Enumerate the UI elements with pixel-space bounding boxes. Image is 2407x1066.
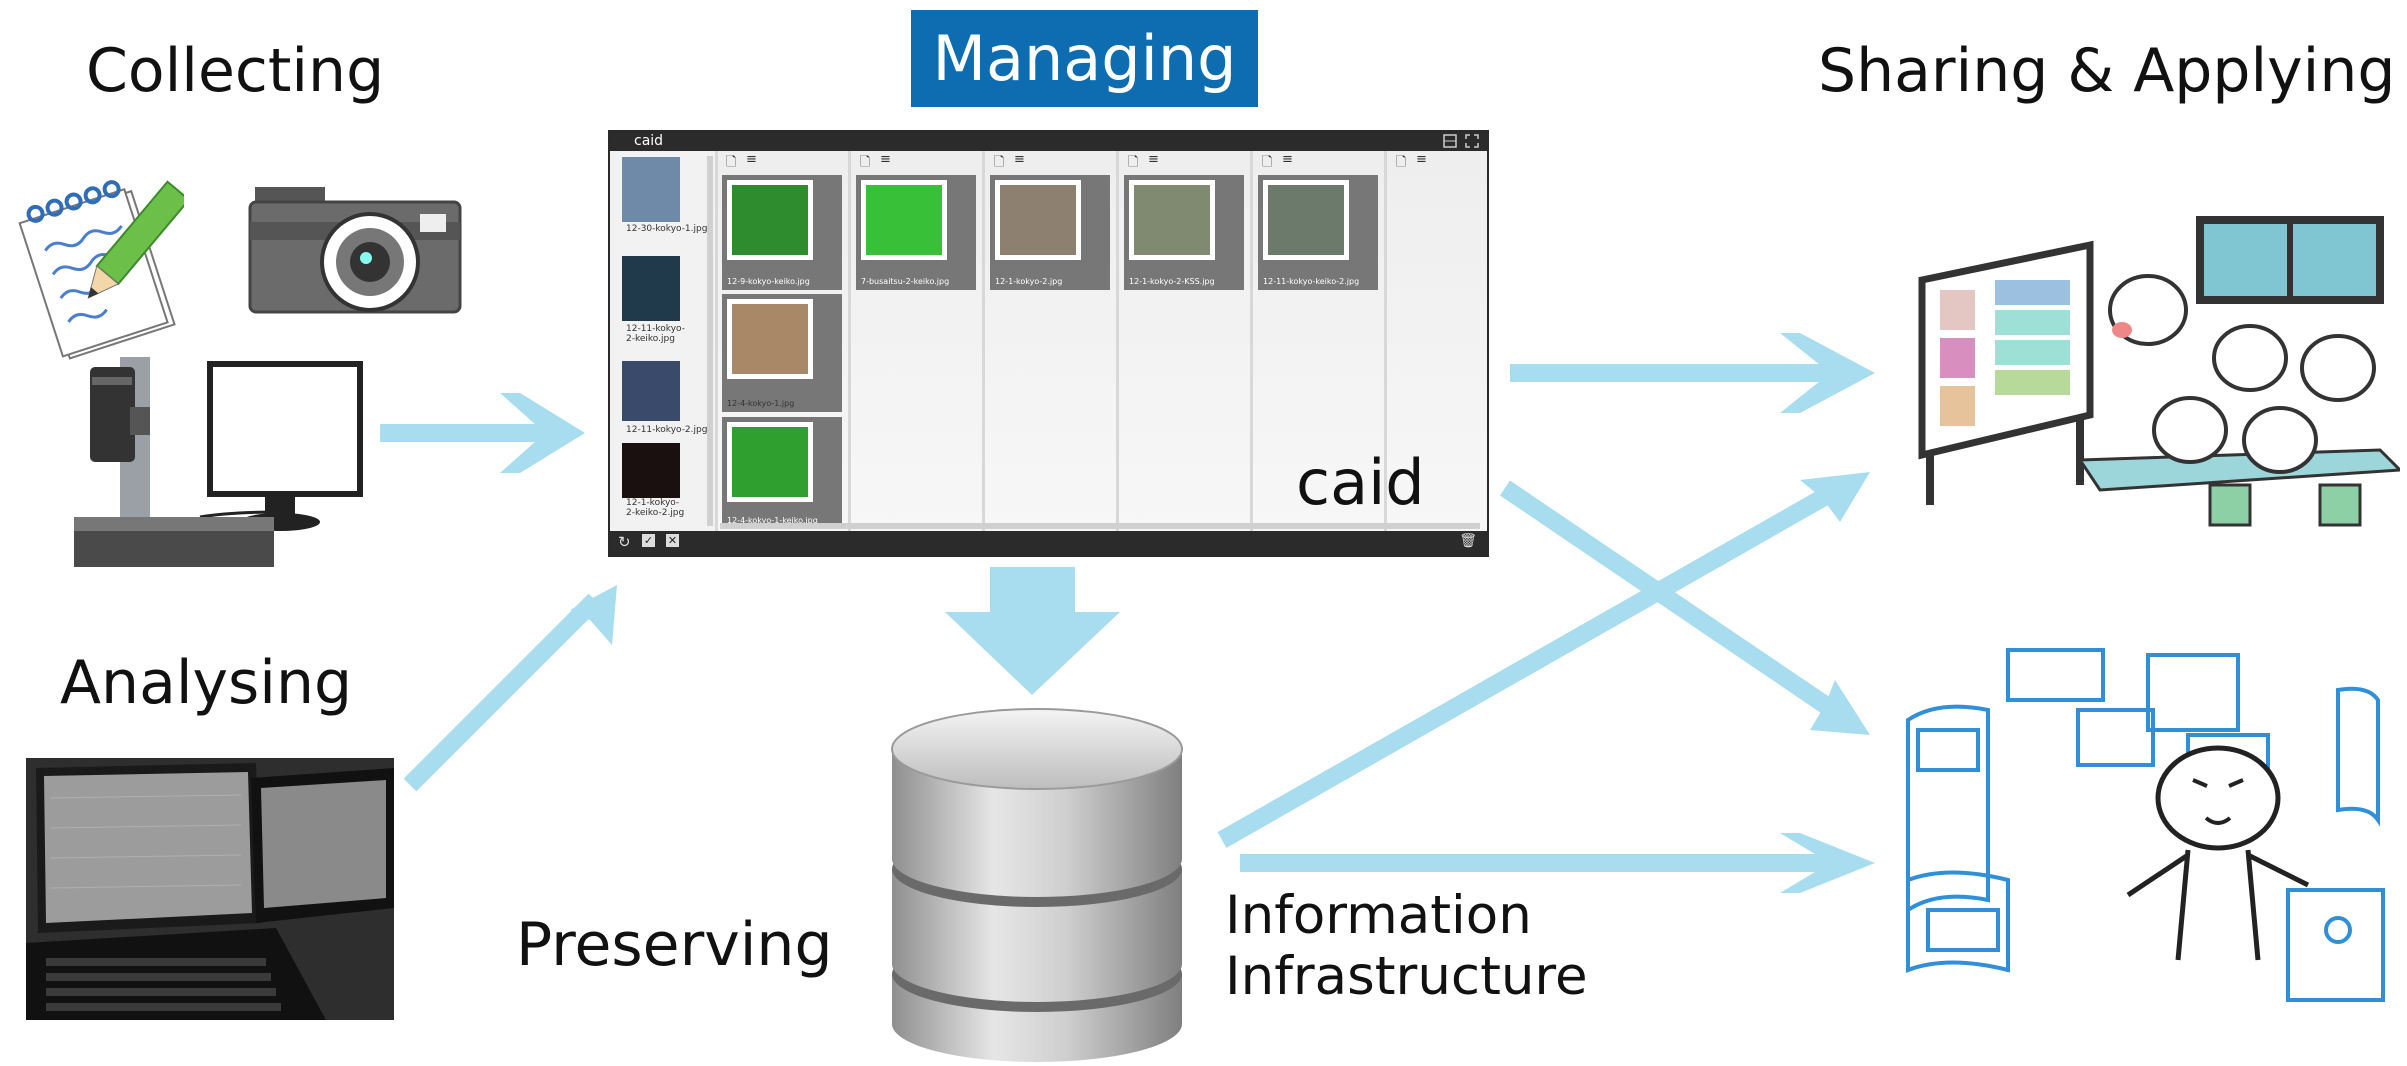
add-item-icon[interactable]: 🗋 <box>1396 155 1407 170</box>
label-preserving: Preserving <box>516 910 833 980</box>
sidebar-item[interactable]: 12-1-kokyo-2-keiko-2.jpg <box>626 498 685 518</box>
list-icon[interactable]: ≡ <box>1014 152 1025 167</box>
arrow-managing-to-meeting <box>1510 333 1875 413</box>
analysing-laptop-photo <box>26 758 394 1020</box>
label-analysing: Analysing <box>60 648 353 718</box>
list-icon[interactable]: ≡ <box>746 152 757 167</box>
label-information: Information <box>1225 885 1532 946</box>
label-sharing-applying: Sharing & Applying <box>1818 36 2396 106</box>
sidebar-item[interactable]: 12-30-kokyo-1.jpg <box>626 224 708 234</box>
list-icon[interactable]: ≡ <box>880 152 891 167</box>
caid-column: 🗋 ≡ 12-9-kokyo-keiko.jpg 12-4-kokyo-1.jp… <box>720 151 851 531</box>
label-managing: Managing <box>911 10 1258 107</box>
card-filename: 12-11-kokyo-keiko-2.jpg <box>1263 277 1360 286</box>
refresh-icon[interactable]: ↻ <box>618 533 631 551</box>
image-card[interactable]: 12-4-kokyo-1-keiko.jpg <box>722 417 842 529</box>
add-item-icon[interactable]: 🗋 <box>994 155 1005 170</box>
label-collecting: Collecting <box>86 36 385 106</box>
image-card[interactable]: 7-busaitsu-2-keiko.jpg <box>856 175 976 290</box>
arrow-analysing-to-managing <box>403 593 602 792</box>
caid-title: caid <box>634 133 664 149</box>
check-icon[interactable]: ✓ <box>642 534 655 547</box>
fullscreen-icon[interactable] <box>1465 134 1479 148</box>
image-card[interactable]: 12-1-kokyo-2.jpg <box>990 175 1110 290</box>
image-card[interactable]: 12-9-kokyo-keiko.jpg <box>722 175 842 290</box>
meeting-illustration <box>1918 216 2400 527</box>
caid-column: 🗋 ≡ 12-1-kokyo-2-KSS.jpg <box>1122 151 1253 531</box>
card-filename: 12-1-kokyo-2-KSS.jpg <box>1129 277 1215 286</box>
layout-icon[interactable] <box>1443 134 1457 148</box>
image-card[interactable]: 12-11-kokyo-keiko-2.jpg <box>1258 175 1378 290</box>
caid-column: 🗋 ≡ 7-busaitsu-2-keiko.jpg <box>854 151 985 531</box>
caid-watermark: caid <box>1296 446 1425 519</box>
label-infrastructure: Infrastructure <box>1225 946 1588 1007</box>
card-filename: 7-busaitsu-2-keiko.jpg <box>861 277 950 286</box>
add-item-icon[interactable]: 🗋 <box>1262 155 1273 170</box>
database-icon <box>891 708 1183 1062</box>
arrow-managing-to-preserving <box>945 567 1120 695</box>
caid-window: caid 12-30-kokyo-1.jpg 12-11-kokyo-2-kei… <box>608 130 1489 557</box>
image-card[interactable]: 12-1-kokyo-2-KSS.jpg <box>1124 175 1244 290</box>
notebook-pencil-icon <box>18 180 184 360</box>
caid-column: 🗋 ≡ 12-1-kokyo-2.jpg <box>988 151 1119 531</box>
caid-sidebar[interactable]: 12-30-kokyo-1.jpg 12-11-kokyo-2-keiko.jp… <box>610 151 718 531</box>
caid-column: 🗋 ≡ 12-11-kokyo-keiko-2.jpg <box>1256 151 1387 531</box>
card-filename: 12-9-kokyo-keiko.jpg <box>727 277 810 286</box>
card-filename: 12-4-kokyo-1-keiko.jpg <box>727 516 818 525</box>
sidebar-item[interactable]: 12-11-kokyo-2-keiko.jpg <box>626 324 685 344</box>
add-item-icon[interactable]: 🗋 <box>860 155 871 170</box>
sidebar-item[interactable]: 12-11-kokyo-2.jpg <box>626 425 708 435</box>
arrow-collecting-to-managing <box>380 393 585 473</box>
list-icon[interactable]: ≡ <box>1416 152 1427 167</box>
ideas-illustration <box>1906 648 2385 1002</box>
caid-titlebar: caid <box>610 132 1487 151</box>
caid-footer: ↻ ✓ ✕ 🗑 <box>610 531 1487 555</box>
caid-column-empty: 🗋 ≡ <box>1390 151 1480 531</box>
list-icon[interactable]: ≡ <box>1282 152 1293 167</box>
microscope-monitor-icon <box>74 357 363 567</box>
caid-workspace: 12-30-kokyo-1.jpg 12-11-kokyo-2-keiko.jp… <box>610 151 1487 531</box>
add-item-icon[interactable]: 🗋 <box>1128 155 1139 170</box>
close-icon[interactable]: ✕ <box>666 534 679 547</box>
add-item-icon[interactable]: 🗋 <box>726 155 737 170</box>
card-filename: 12-1-kokyo-2.jpg <box>995 277 1063 286</box>
arrow-preserving-to-meeting <box>1217 480 1845 848</box>
trash-icon[interactable]: 🗑 <box>1459 533 1477 549</box>
arrow-managing-to-presentation <box>1499 480 1846 723</box>
image-card[interactable]: 12-4-kokyo-1.jpg <box>722 294 842 412</box>
card-filename: 12-4-kokyo-1.jpg <box>727 399 795 408</box>
horizontal-scrollbar[interactable] <box>720 523 1480 529</box>
sidebar-scrollbar[interactable] <box>707 156 713 526</box>
list-icon[interactable]: ≡ <box>1148 152 1159 167</box>
camera-icon <box>248 187 462 314</box>
